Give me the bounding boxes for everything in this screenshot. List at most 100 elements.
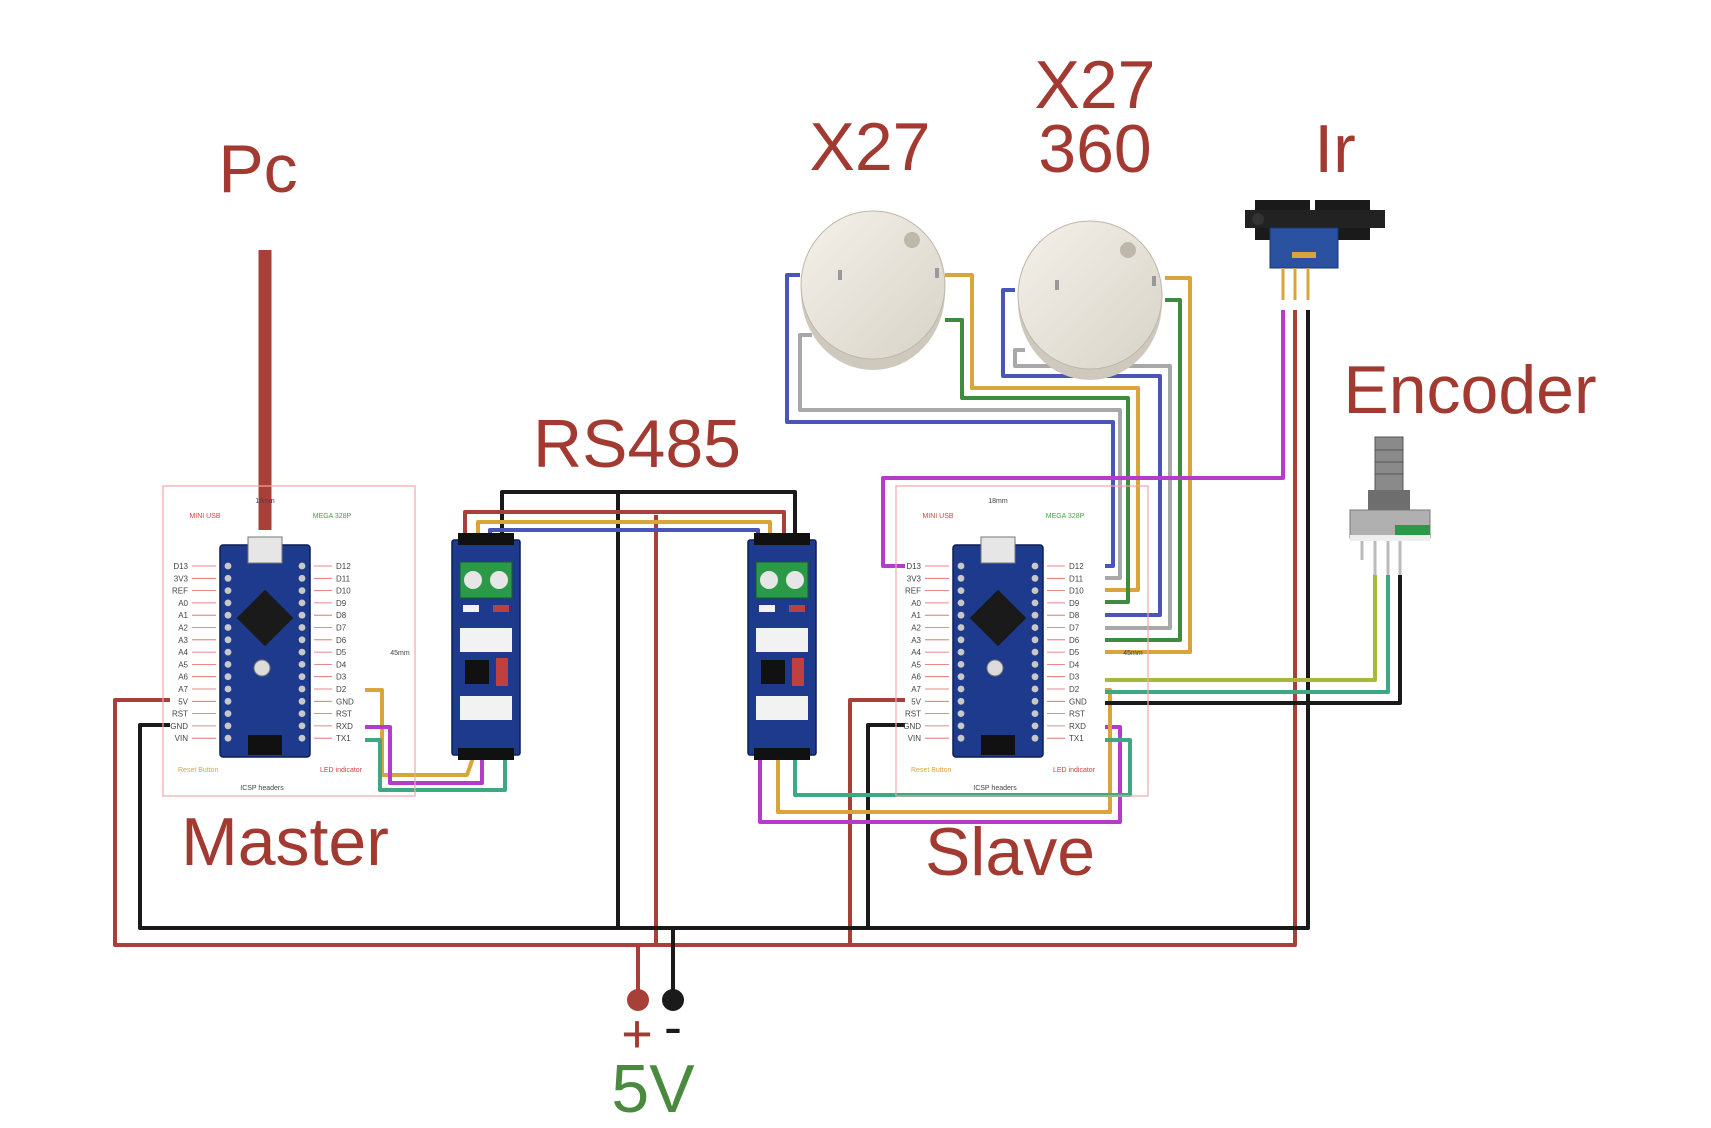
nano-master-pin-right-11 (298, 697, 306, 705)
nano-slave-pin-label-right-12: RST (1069, 710, 1085, 719)
label-encoder: Encoder (1343, 352, 1596, 428)
rs485-left-chip (465, 660, 489, 684)
nano-master-pin-right-4 (298, 611, 306, 619)
label-slave: Slave (925, 814, 1095, 890)
nano-slave-pin-right-6 (1031, 636, 1039, 644)
nano-master-pin-right-13 (298, 722, 306, 730)
nano-master-pin-label-left-5: A2 (178, 624, 188, 633)
nano-slave-usb-note: MINI USB (922, 513, 953, 520)
nano-slave-pin-label-right-4: D8 (1069, 611, 1080, 620)
nano-slave-pin-label-left-12: RST (905, 710, 921, 719)
nano-slave-pin-label-right-10: D2 (1069, 685, 1080, 694)
nano-slave-pin-right-4 (1031, 611, 1039, 619)
nano-slave-pin-label-right-5: D7 (1069, 624, 1080, 633)
nano-slave-pin-left-0 (957, 562, 965, 570)
nano-slave-pin-label-right-11: GND (1069, 697, 1087, 706)
wire-rs485-b (476, 520, 772, 540)
nano-master-pin-right-6 (298, 636, 306, 644)
nano-master-pin-label-left-14: VIN (175, 734, 189, 743)
wire-gauge1-blue (785, 273, 1115, 568)
nano-master-pin-right-2 (298, 587, 306, 594)
nano-slave-pin-label-left-9: A6 (911, 673, 921, 682)
nano-master-pin-label-left-12: RST (172, 710, 188, 719)
nano-slave-pin-left-12 (957, 710, 965, 717)
wire-ir-signal (881, 310, 1285, 568)
nano-master-pin-label-left-13: GND (170, 722, 188, 731)
nano-slave-pin-label-left-5: A2 (911, 624, 921, 633)
nano-master-pin-label-right-3: D9 (336, 599, 347, 608)
nano-slave-pin-left-1 (957, 574, 965, 582)
nano-slave-usb-port (980, 536, 1016, 564)
nano-slave-pin-label-left-8: A5 (911, 660, 921, 669)
label-minus: - (664, 997, 682, 1057)
nano-master-pin-right-1 (298, 574, 306, 582)
rs485-right-chip (761, 660, 785, 684)
wire-gauge1-gray (798, 333, 1122, 580)
wire-encoder-black (1105, 575, 1402, 705)
label-rs485: RS485 (533, 406, 741, 482)
wire-gauge2-green (1105, 298, 1182, 642)
nano-slave-reset-note: Reset Button (911, 767, 952, 774)
nano-slave-pin-right-1 (1031, 574, 1039, 582)
nano-master-pin-label-left-4: A1 (178, 611, 188, 620)
nano-master-pin-left-8 (224, 661, 232, 668)
nano-slave-pin-label-left-6: A3 (911, 636, 921, 645)
nano-master-pin-right-14 (298, 734, 306, 742)
nano-master-pin-right-3 (298, 599, 306, 607)
label-plus: + (621, 1004, 653, 1064)
nano-slave-pin-label-left-3: A0 (911, 599, 921, 608)
nano-master-pin-left-14 (224, 734, 232, 742)
label-master: Master (181, 804, 389, 880)
nano-master-pin-left-3 (224, 599, 232, 607)
nano-master-pin-left-4 (224, 611, 232, 619)
nano-master-pin-right-8 (298, 661, 306, 668)
nano-master-pin-label-right-14: TX1 (336, 734, 351, 743)
nano-master-usb-note: MINI USB (189, 513, 220, 520)
nano-slave-pin-right-3 (1031, 599, 1039, 607)
nano-master-pin-label-right-5: D7 (336, 624, 347, 633)
nano-slave-pin-left-9 (957, 673, 965, 681)
wire-gnd-bus (138, 310, 1310, 930)
nano-master-pin-left-11 (224, 697, 232, 705)
nano-slave-pin-left-14 (957, 734, 965, 742)
label-pc: Pc (218, 131, 297, 207)
nano-master: 18mm MINI USB MEGA 328P 45mm D133V3REFA0… (162, 485, 416, 797)
nano-master-pin-label-left-1: 3V3 (174, 574, 189, 583)
nano-slave-icsp-note: ICSP headers (973, 785, 1017, 792)
nano-master-reset (253, 659, 271, 677)
wire-master-tx1 (365, 738, 507, 792)
nano-slave-pin-label-left-0: D13 (906, 562, 921, 571)
nano-master-pin-left-6 (224, 636, 232, 644)
wire-gauge1-green (945, 318, 1130, 604)
nano-master-pin-label-right-10: D2 (336, 685, 347, 694)
nano-master-pin-left-2 (224, 587, 232, 594)
nano-slave-pin-label-right-7: D5 (1069, 648, 1080, 657)
wire-slave-tx1 (793, 738, 1132, 797)
nano-slave-led-note: LED indicator (1053, 767, 1096, 774)
power-minus-terminal (662, 989, 684, 1011)
nano-master-pin-label-right-7: D5 (336, 648, 347, 657)
nano-slave-height-note: 45mm (1123, 650, 1143, 657)
nano-master-pin-label-right-12: RST (336, 710, 352, 719)
wire-encoder-lime (1105, 575, 1377, 682)
nano-slave-icsp (981, 735, 1015, 755)
nano-slave-pin-label-right-13: RXD (1069, 722, 1086, 731)
nano-master-pin-left-0 (224, 562, 232, 570)
nano-master-led-note: LED indicator (320, 767, 363, 774)
rs485-module-left (451, 533, 521, 760)
nano-slave-mega-note: MEGA 328P (1046, 513, 1085, 520)
power-plus-terminal (627, 989, 649, 1011)
wire-rs485-c (488, 528, 760, 540)
nano-master-pin-label-right-8: D4 (336, 660, 347, 669)
wire-gnd-rs485 (500, 490, 797, 540)
nano-slave-pin-right-0 (1031, 562, 1039, 570)
nano-slave-board (952, 544, 1044, 758)
nano-master-pin-label-left-3: A0 (178, 599, 188, 608)
nano-master-board (219, 544, 311, 758)
nano-master-pin-left-10 (224, 685, 232, 693)
wire-5v-bus (113, 310, 1297, 947)
